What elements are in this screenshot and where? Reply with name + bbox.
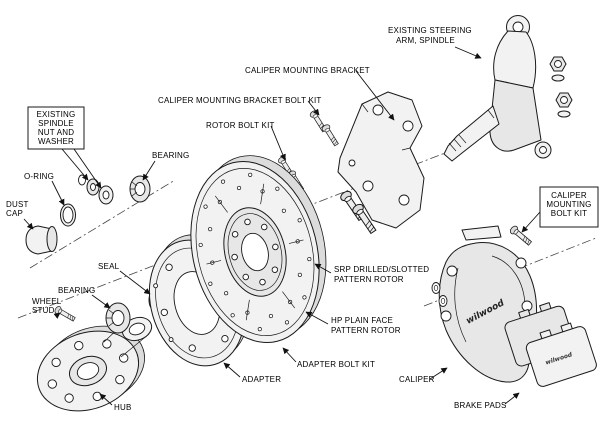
label-text: DUST: [6, 200, 29, 209]
label-brake-pads: BRAKE PADS: [454, 392, 520, 410]
leader-line: [282, 347, 297, 363]
caliper-washer-2: [438, 295, 448, 307]
brake-pads: wilwood: [504, 302, 597, 387]
bearing-axis-line: [29, 179, 176, 269]
label-text: ARM, SPINDLE: [396, 36, 455, 45]
label-existing-steering: EXISTING STEERING ARM, SPINDLE: [388, 26, 482, 59]
label-text: CALIPER MOUNTING BRACKET: [245, 66, 370, 75]
label-o-ring: O-RING: [24, 172, 65, 206]
label-text: EXISTING: [37, 110, 76, 119]
label-text: SPINDLE: [38, 119, 74, 128]
leader-line: [53, 312, 61, 319]
label-hub: HUB: [99, 393, 132, 412]
leader-line: [355, 70, 395, 121]
leader-line: [504, 392, 520, 405]
label-text: WASHER: [38, 137, 74, 146]
leader-line: [73, 148, 102, 189]
label-caliper-mounting-bracket-bolt-kit: CALIPER MOUNTING BRACKET BOLT KIT: [158, 96, 322, 116]
label-rotor-bolt-kit: ROTOR BOLT KIT: [206, 121, 286, 161]
label-text: STUD: [32, 306, 55, 315]
leader-line: [454, 46, 482, 59]
leader-line: [223, 362, 241, 378]
label-text: CAP: [6, 209, 23, 218]
caliper-mount-bolt: [508, 224, 534, 248]
caliper-mounting-bracket: [337, 91, 425, 229]
label-wheel-stud: WHEEL STUD: [32, 297, 62, 319]
label-text: ADAPTER: [242, 375, 281, 384]
label-text: CALIPER: [551, 191, 587, 200]
label-text: MOUNTING: [546, 200, 591, 209]
label-caliper-mounting-bolt-kit: CALIPER MOUNTING BOLT KIT: [521, 186, 599, 233]
leader-line: [23, 218, 34, 230]
inner-bearing: [105, 302, 131, 334]
label-srp-rotor: SRP DRILLED/SLOTTED PATTERN ROTOR: [314, 263, 429, 284]
label-text: BRAKE PADS: [454, 401, 507, 410]
label-text: ROTOR BOLT KIT: [206, 121, 275, 130]
label-box: [27, 106, 85, 150]
label-text: BEARING: [58, 286, 95, 295]
label-text: SRP DRILLED/SLOTTED: [334, 265, 429, 274]
label-text: O-RING: [24, 172, 54, 181]
label-bearing-upper: BEARING: [142, 151, 189, 181]
label-seal: SEAL: [98, 262, 151, 295]
outer-bearing: [129, 175, 151, 203]
label-text: WHEEL: [32, 297, 62, 306]
leader-line: [270, 125, 286, 161]
wheel-stud: [53, 304, 77, 324]
bracket-bolt-2: [320, 123, 341, 148]
leader-line: [305, 311, 329, 325]
label-text: BOLT KIT: [551, 209, 587, 218]
leader-line: [314, 263, 332, 274]
leader-line: [119, 270, 151, 295]
label-adapter: ADAPTER: [223, 362, 281, 384]
spindle-shaft: [443, 105, 500, 162]
label-text: NUT AND: [38, 128, 74, 137]
leader-line: [521, 211, 541, 233]
steering-arm-spindle: [443, 15, 573, 162]
label-caliper-mounting-bracket: CALIPER MOUNTING BRACKET: [245, 66, 395, 121]
label-text: CALIPER MOUNTING BRACKET BOLT KIT: [158, 96, 322, 105]
label-existing-spindle-nut-and-washer: EXISTING SPINDLE NUT AND WASHER: [27, 106, 102, 189]
leader-line: [91, 294, 111, 309]
spindle-washers-nut: [78, 174, 114, 205]
hub: [36, 316, 153, 412]
label-hp-rotor: HP PLAIN FACE PATTERN ROTOR: [305, 311, 401, 335]
label-text: SEAL: [98, 262, 120, 271]
o-ring: [60, 203, 76, 227]
label-dust-cap: DUST CAP: [6, 200, 34, 230]
label-text: CALIPER: [399, 375, 435, 384]
label-bearing-lower: BEARING: [58, 286, 111, 309]
label-text: PATTERN ROTOR: [331, 326, 401, 335]
label-text: HUB: [114, 403, 132, 412]
leader-line: [51, 180, 65, 206]
dust-cap: [25, 225, 58, 255]
leader-line: [142, 160, 156, 181]
rotor: [190, 155, 327, 344]
label-text: EXISTING STEERING: [388, 26, 472, 35]
leader-line: [99, 393, 113, 406]
label-text: PATTERN ROTOR: [334, 275, 404, 284]
leader-line: [307, 100, 320, 116]
label-box: [539, 186, 599, 228]
caliper-washer-1: [431, 282, 441, 294]
label-adapter-bolt-kit: ADAPTER BOLT KIT: [282, 347, 375, 369]
leader-line: [61, 148, 89, 181]
label-caliper: CALIPER: [399, 367, 448, 384]
label-text: HP PLAIN FACE: [331, 316, 393, 325]
label-text: ADAPTER BOLT KIT: [297, 360, 375, 369]
leader-line: [429, 367, 448, 380]
rotor-slots: [206, 183, 304, 321]
label-text: BEARING: [152, 151, 189, 160]
